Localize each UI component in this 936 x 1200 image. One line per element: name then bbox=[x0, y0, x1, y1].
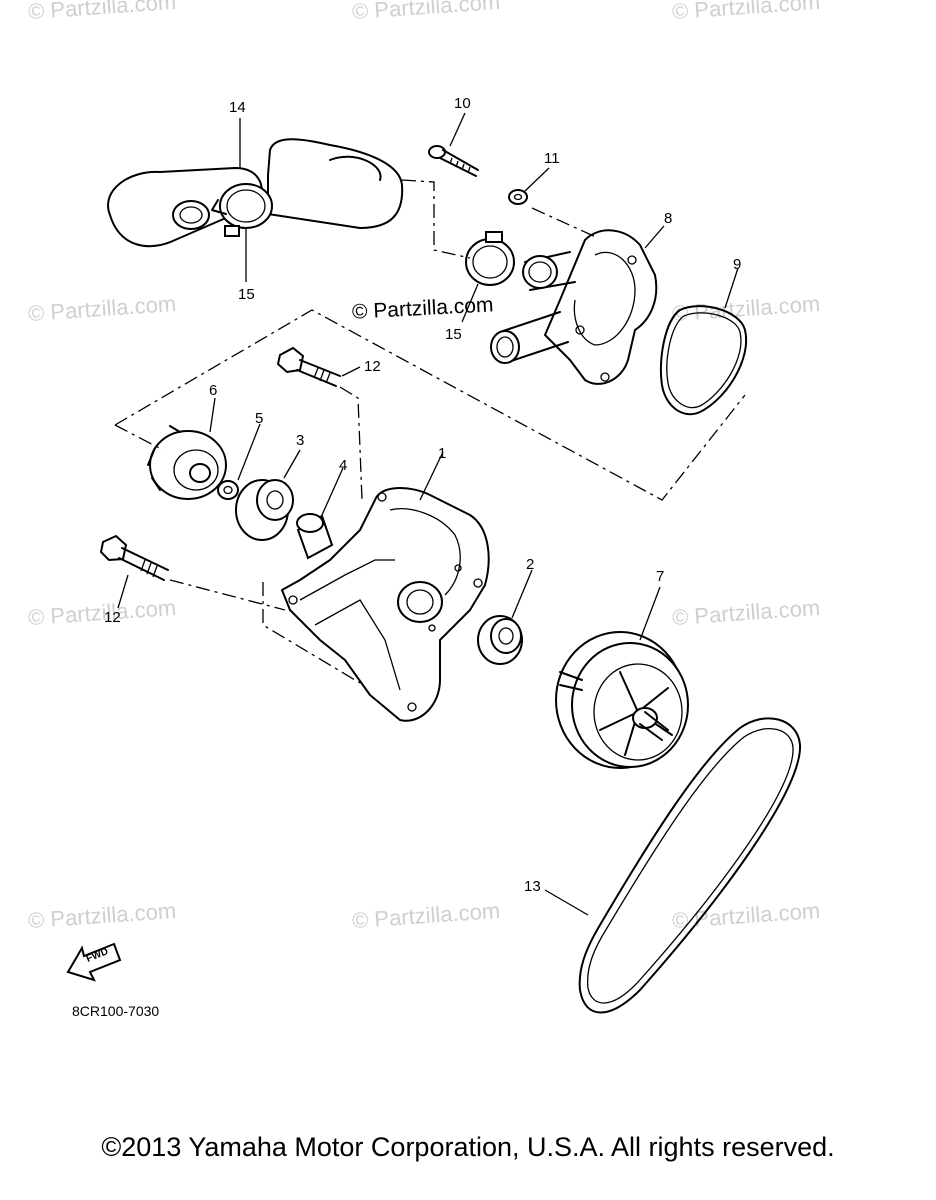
impeller bbox=[147, 425, 227, 500]
bolt bbox=[428, 145, 479, 177]
callout-7: 7 bbox=[656, 568, 665, 585]
pump-pulley bbox=[555, 631, 689, 769]
callout-2: 2 bbox=[526, 556, 535, 573]
callout-12: 12 bbox=[104, 609, 121, 626]
callout-4: 4 bbox=[339, 457, 348, 474]
hose-clamp bbox=[211, 183, 273, 237]
radiator-hose bbox=[107, 138, 404, 248]
assembly-lines bbox=[114, 179, 746, 684]
callout-15: 15 bbox=[238, 286, 255, 303]
collar bbox=[296, 513, 334, 560]
bolt bbox=[276, 346, 341, 387]
callout-1: 1 bbox=[438, 445, 447, 462]
callout-5: 5 bbox=[255, 410, 264, 427]
mechanical-seal bbox=[235, 479, 294, 541]
washer bbox=[217, 480, 239, 500]
diagram-code: 8CR100-7030 bbox=[72, 1003, 160, 1019]
leader-lines bbox=[117, 112, 739, 916]
forward-direction-arrow bbox=[66, 942, 122, 982]
callout-14: 14 bbox=[229, 99, 246, 116]
callout-9: 9 bbox=[733, 256, 742, 273]
callout-11: 11 bbox=[544, 150, 560, 167]
washer bbox=[508, 189, 528, 205]
callout-12: 12 bbox=[364, 358, 381, 375]
callout-8: 8 bbox=[664, 210, 673, 227]
water-pump-housing bbox=[281, 487, 490, 722]
water-pump-cover bbox=[490, 229, 658, 385]
hose-clamp bbox=[465, 231, 515, 286]
callout-15: 15 bbox=[445, 326, 462, 343]
callout-10: 10 bbox=[454, 95, 471, 112]
callout-6: 6 bbox=[209, 382, 218, 399]
bearing bbox=[477, 615, 523, 665]
callout-13: 13 bbox=[524, 878, 541, 895]
copyright-notice: ©2013 Yamaha Motor Corporation, U.S.A. A… bbox=[101, 1132, 835, 1162]
bolt bbox=[99, 534, 169, 581]
drive-belt bbox=[578, 717, 802, 1014]
o-ring bbox=[659, 305, 748, 415]
callout-3: 3 bbox=[296, 432, 305, 449]
